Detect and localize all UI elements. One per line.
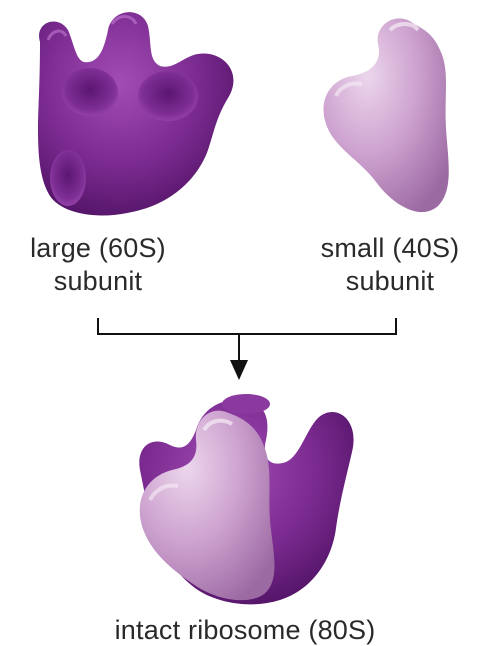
large-subunit-tunnel <box>62 68 118 116</box>
large-subunit-label: large (60S) subunit <box>10 232 186 298</box>
small-subunit-label: small (40S) subunit <box>302 232 478 298</box>
large-subunit-shape <box>38 12 233 215</box>
large-subunit-label-line2: subunit <box>10 265 186 298</box>
large-subunit-label-line1: large (60S) <box>10 232 186 265</box>
small-subunit-label-line2: subunit <box>302 265 478 298</box>
intact-ribosome-shape <box>139 394 353 604</box>
small-subunit-label-line1: small (40S) <box>302 232 478 265</box>
assembly-arrow <box>98 318 396 380</box>
large-subunit-tunnel <box>50 150 86 206</box>
small-subunit-shape <box>324 18 449 212</box>
intact-ribosome-label: intact ribosome (80S) <box>40 616 450 644</box>
large-subunit-tunnel <box>138 71 198 121</box>
arrow-head-icon <box>230 360 248 380</box>
